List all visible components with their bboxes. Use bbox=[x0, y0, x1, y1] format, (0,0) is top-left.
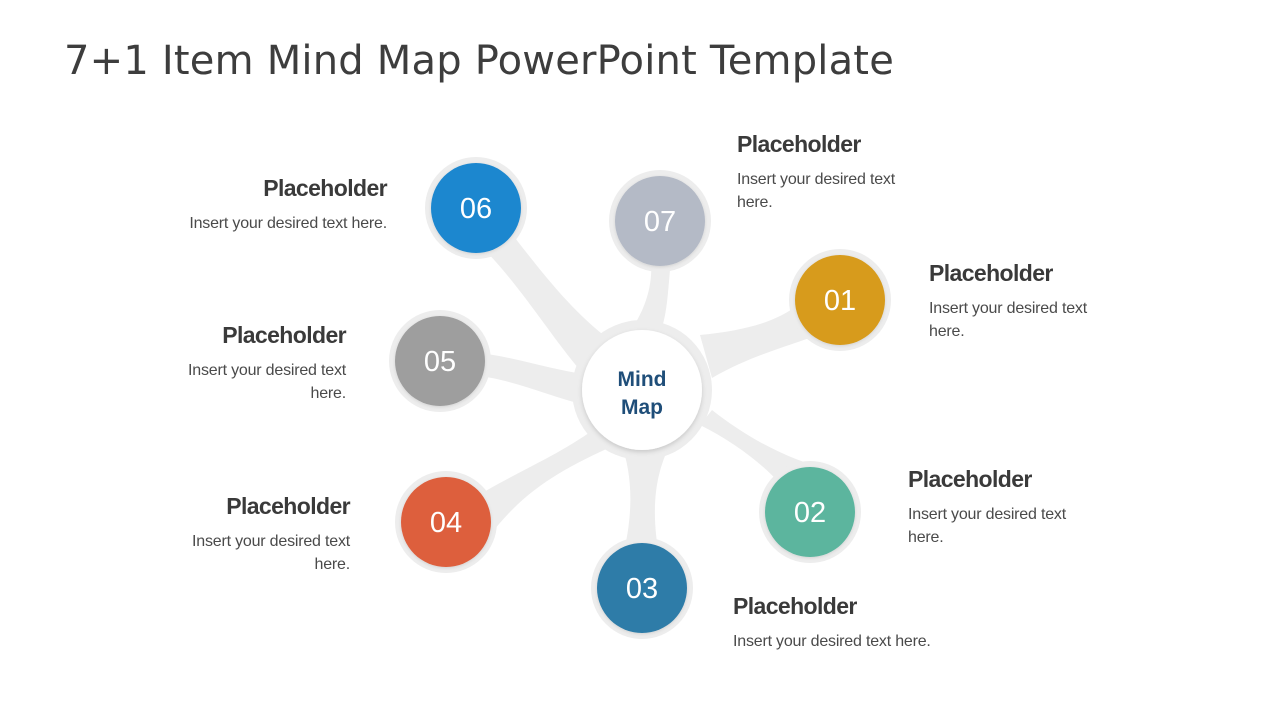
branch-to-05 bbox=[470, 352, 590, 405]
node-02-number: 02 bbox=[794, 497, 826, 529]
node-06-number: 06 bbox=[460, 193, 492, 225]
label-03: Placeholder Insert your desired text her… bbox=[733, 593, 973, 653]
center-label-line1: Mind bbox=[618, 368, 667, 391]
label-02-text: Insert your desired text here. bbox=[908, 506, 1066, 546]
label-05-text: Insert your desired text here. bbox=[188, 362, 346, 402]
label-04-heading: Placeholder bbox=[226, 493, 350, 519]
label-02: Placeholder Insert your desired text her… bbox=[908, 466, 1078, 549]
node-03[interactable]: 03 bbox=[591, 537, 693, 639]
node-04-number: 04 bbox=[430, 507, 462, 539]
branch-to-06 bbox=[480, 225, 610, 370]
label-07-heading: Placeholder bbox=[737, 131, 861, 157]
label-01: Placeholder Insert your desired text her… bbox=[929, 260, 1099, 343]
label-05-heading: Placeholder bbox=[222, 322, 346, 348]
branch-to-03 bbox=[620, 440, 670, 560]
label-01-heading: Placeholder bbox=[929, 260, 1053, 286]
node-05-number: 05 bbox=[424, 346, 456, 378]
label-04: Placeholder Insert your desired text her… bbox=[180, 493, 351, 576]
label-01-text: Insert your desired text here. bbox=[929, 300, 1087, 340]
label-06-text: Insert your desired text here. bbox=[189, 215, 387, 232]
branch-to-04 bbox=[470, 425, 615, 535]
node-07[interactable]: 07 bbox=[609, 170, 711, 272]
node-01-number: 01 bbox=[824, 285, 856, 317]
node-04-circle bbox=[401, 477, 491, 567]
node-05-circle bbox=[395, 316, 485, 406]
node-07-number: 07 bbox=[644, 206, 676, 238]
label-03-text: Insert your desired text here. bbox=[733, 633, 931, 650]
node-06-circle bbox=[431, 163, 521, 253]
node-03-number: 03 bbox=[626, 573, 658, 605]
node-02[interactable]: 02 bbox=[759, 461, 861, 563]
label-07-text: Insert your desired text here. bbox=[737, 171, 895, 211]
node-06[interactable]: 06 bbox=[425, 157, 527, 259]
label-05: Placeholder Insert your desired text her… bbox=[176, 322, 347, 405]
label-03-heading: Placeholder bbox=[733, 593, 857, 619]
slide-title: 7+1 Item Mind Map PowerPoint Template bbox=[64, 38, 894, 84]
branch-connectors bbox=[470, 225, 860, 560]
label-06-heading: Placeholder bbox=[263, 175, 387, 201]
node-05[interactable]: 05 bbox=[389, 310, 491, 412]
label-02-heading: Placeholder bbox=[908, 466, 1032, 492]
node-04[interactable]: 04 bbox=[395, 471, 497, 573]
node-03-circle bbox=[597, 543, 687, 633]
node-07-circle bbox=[615, 176, 705, 266]
label-04-text: Insert your desired text here. bbox=[192, 533, 350, 573]
node-02-circle bbox=[765, 467, 855, 557]
center-label-line2: Map bbox=[621, 396, 663, 419]
label-06: Placeholder Insert your desired text her… bbox=[150, 175, 387, 235]
node-01-circle bbox=[795, 255, 885, 345]
node-01[interactable]: 01 bbox=[789, 249, 891, 351]
label-07: Placeholder Insert your desired text her… bbox=[737, 131, 907, 214]
center-circle bbox=[582, 330, 702, 450]
